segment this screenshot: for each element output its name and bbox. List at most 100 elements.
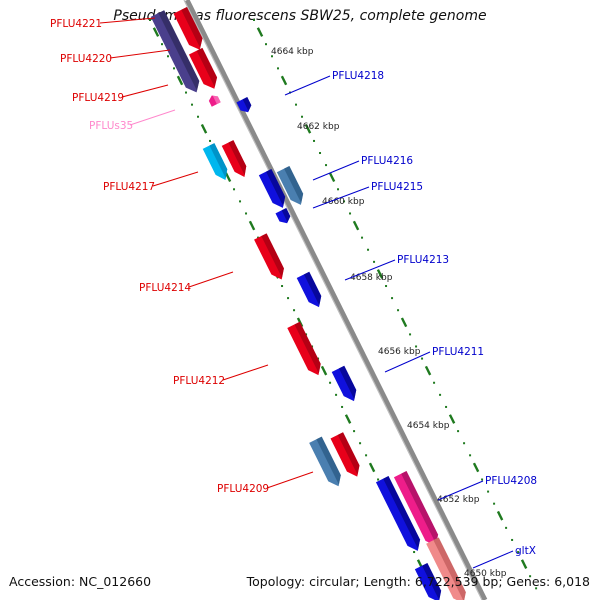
scale-label: 4650 kbp [464,569,507,579]
gene-pflu4213 [296,271,322,308]
leader-line [284,75,331,96]
tick-minor [161,43,164,46]
scale-label: 4660 kbp [322,197,365,207]
leader-line [344,259,396,281]
gene-label-left: PFLU4219 [72,92,124,104]
gene-pflus35-shade [212,95,221,105]
gene-label-right: PFLU4216 [361,155,413,167]
gene-label-right: PFLU4215 [371,181,423,193]
genome-backbone [184,0,488,600]
tick-major [152,27,160,37]
tick-minor [341,405,344,408]
gene-label-right: PFLU4218 [332,70,384,82]
tick-major [280,75,288,86]
scale-label: 4654 kbp [407,421,450,431]
tick-minor [463,442,466,445]
tick-minor [433,381,436,384]
right-tick-track [253,19,538,590]
tick-minor [245,212,248,215]
gene-pflu4208-magenta-shade [401,471,439,545]
tick-minor [265,43,268,46]
tick-minor [469,454,472,457]
tick-minor [415,345,418,348]
tick-minor [445,405,448,408]
gene-pflu4216-steel-shade [284,165,304,204]
tick-minor [511,538,514,541]
tick-minor [167,55,170,58]
leader-line [152,171,199,187]
gene-pflu4208-magenta [393,471,439,546]
tick-minor [373,260,376,263]
tick-minor [301,115,304,118]
scale-label: 4662 kbp [297,122,340,132]
gene-pflu4217-body [221,140,247,178]
tick-major [320,365,328,376]
tick-minor [281,285,284,288]
tick-minor [325,164,328,167]
tick-major [224,172,232,183]
tick-minor [529,575,532,578]
tick-minor [361,236,364,239]
gene-pflu4215 [275,208,291,224]
gene-pflu4211-shade [338,365,357,400]
gene-label-right: PFLU4213 [397,254,449,266]
gene-pflu4221-shade [181,6,203,48]
gene-pflu4209 [330,432,360,477]
gene-pflu4211 [331,365,357,402]
gene-label-left: PFLU4221 [50,18,102,30]
gene-pflu4212-body [287,321,321,376]
leader-line [109,49,171,59]
leader-line [437,480,484,501]
tick-major [344,414,352,424]
gene-pflu4217-cyan-shade [209,143,228,179]
tick-minor [197,115,200,118]
gene-label-left: PFLU4214 [139,282,191,294]
tick-major [400,317,408,328]
gene-pflu4218-shade [242,97,252,112]
gene-pflu4208 [375,476,421,551]
gene-pflu4214-shade [261,233,284,278]
gene-pflu4221 [173,6,203,50]
tick-major [424,365,432,376]
tick-major [304,123,312,134]
scale-label: 4664 kbp [271,47,314,57]
tick-major [200,123,208,134]
genome-backbone-highlight [183,0,483,600]
leader-line [222,364,269,381]
tick-minor [409,333,412,336]
leader-line [188,271,234,288]
gene-pflu4214 [254,233,284,280]
gene-pflu4219-track-body [150,10,200,93]
leader-line [99,17,156,24]
leader-line [121,84,169,98]
gene-pflu4221-body [173,6,203,50]
gene-pflu4220 [188,47,218,89]
tick-major [496,510,504,521]
gene-pflu4208-shade [383,476,421,550]
tick-major [176,75,184,86]
gene-gltx-salmon-body [426,537,466,600]
leader-line [312,160,360,181]
gene-pflu4209-steel-body [309,436,341,487]
tick-minor [319,152,322,155]
leader-line [129,109,176,126]
tick-major [352,220,360,231]
gene-label-left: PFLUs35 [89,120,133,132]
gene-pflu4213-shade [303,271,322,306]
gene-pflu4216 [258,168,286,208]
gene-label-right: gltX [515,545,536,557]
tick-minor [457,430,460,433]
gene-pflus35 [208,95,221,107]
gene-pflu4211-body [331,365,357,402]
tick-minor [349,212,352,215]
tick-major [472,462,480,473]
tick-minor [295,103,298,106]
gene-label-right: PFLU4208 [485,475,537,487]
gene-pflu4216-shade [266,168,286,207]
tick-minor [535,587,538,590]
tick-minor [287,297,290,300]
tick-minor [191,103,194,106]
tick-minor [413,551,416,554]
